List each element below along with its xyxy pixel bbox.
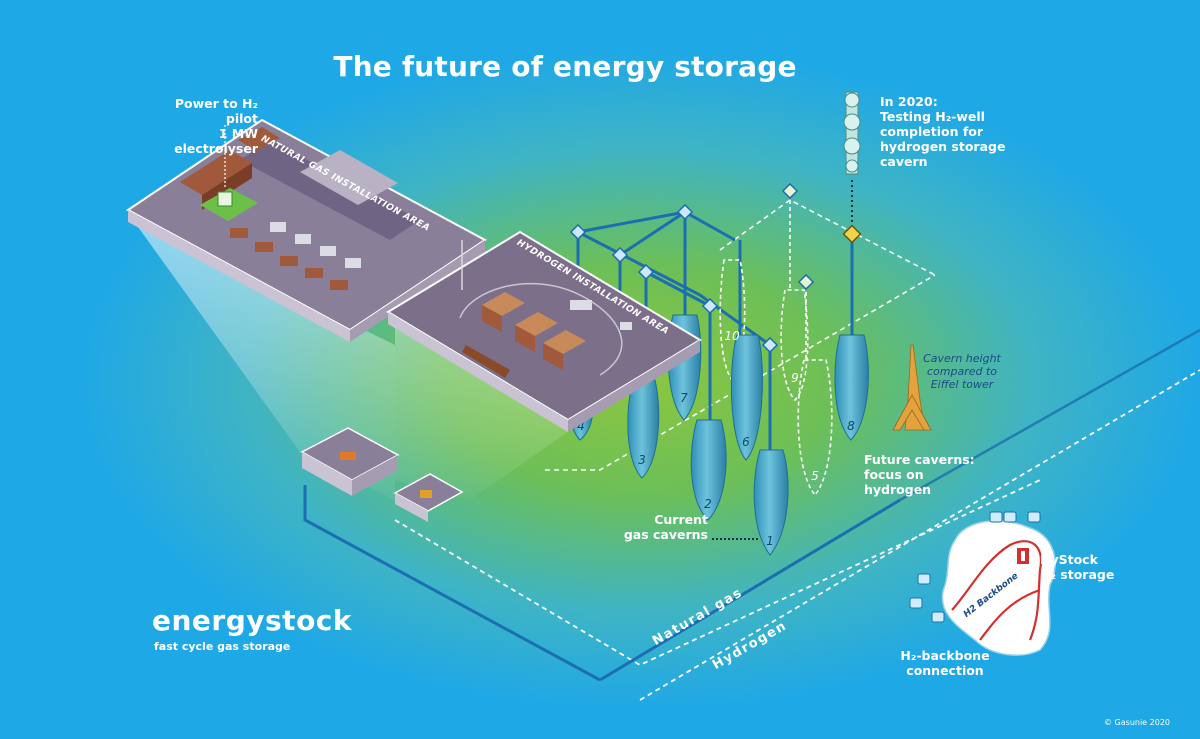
power-to-h2-line1: Power to H₂ pilot: [174, 96, 258, 126]
subsurface-boxes: [300, 427, 464, 522]
backbone-connection-line1: H₂-backbone: [900, 648, 990, 663]
hydrogen-platform: [386, 230, 702, 432]
backbone-connection-label: H₂-backbone connection: [890, 648, 1000, 678]
future-area-dashed: [545, 274, 936, 471]
natural-gas-pipeline: [303, 328, 1200, 682]
future-cavern-5: [797, 359, 833, 497]
cavern-2: [690, 419, 727, 521]
cavern-3: [627, 379, 660, 479]
hystock-line1: HyStock: [1040, 552, 1098, 567]
hystock-line2: H₂ storage: [1040, 567, 1115, 582]
cavern-6: [730, 334, 763, 461]
well-testing-line1: In 2020:: [880, 94, 938, 109]
well-testing-label: In 2020: Testing H₂-well completion for …: [880, 94, 1010, 169]
cavern-label-5: 5: [811, 469, 819, 483]
eiffel-line2: compared to: [926, 365, 998, 378]
cavern-label-7: 7: [680, 391, 688, 405]
brand-logo: energystock: [152, 604, 353, 637]
well-testing-line3: completion for: [880, 124, 984, 139]
cavern-label-1: 1: [766, 534, 774, 548]
wellheads: [569, 182, 862, 354]
power-to-h2-label: Power to H₂ pilot 1 MW electrolyser: [140, 96, 258, 156]
future-cavern-9: [780, 289, 809, 402]
future-caverns-line2: focus on hydrogen: [864, 467, 932, 497]
well-testing-line2: Testing H₂-well: [880, 109, 985, 124]
cavern-label-9: 9: [791, 371, 799, 385]
future-caverns-label: Future caverns: focus on hydrogen: [864, 452, 994, 497]
h2-backbone-route: [951, 540, 1043, 641]
ground-outline-dashed: [394, 479, 1041, 667]
well-testing-line5: cavern: [880, 154, 928, 169]
electrolyser-unit: [217, 191, 233, 207]
cavern-8: [834, 334, 869, 441]
brand-tagline: fast cycle gas storage: [154, 640, 291, 653]
current-caverns-leader: [712, 538, 758, 540]
cavern-label-3: 3: [638, 453, 646, 467]
eiffel-comparison-label: Cavern height compared to Eiffel tower: [922, 352, 1002, 391]
eiffel-tower-icon: [892, 344, 932, 431]
cavern-label-6: 6: [742, 435, 750, 449]
copyright-notice: © Gasunie 2020: [1104, 718, 1170, 727]
projection-beam-natural-gas: [128, 213, 395, 500]
backbone-station-icon: [989, 511, 1003, 523]
eiffel-line1: Cavern height: [923, 352, 1001, 365]
current-caverns-label: Current gas caverns: [608, 512, 708, 542]
current-caverns-line1: Current: [654, 512, 708, 527]
cavern-label-10: 10: [724, 329, 740, 343]
hydrogen-buildings: [462, 292, 632, 378]
cavern-label-2: 2: [704, 497, 712, 511]
backbone-station-icon: [917, 573, 931, 585]
cavern-label-8: 8: [847, 419, 855, 433]
hydrogen-pipeline: [639, 369, 1200, 701]
well-testing-line4: hydrogen storage: [880, 139, 1006, 154]
cavern-number-labels: 1 2 3 4 6 7 8 5 9 10: [577, 329, 855, 548]
cavern-label-4: 4: [577, 419, 585, 433]
page-title: The future of energy storage: [333, 50, 797, 83]
netherlands-map: [909, 511, 1056, 656]
power-to-h2-line2: 1 MW electrolyser: [174, 126, 258, 156]
backbone-station-icon: [1003, 511, 1017, 523]
hystock-label: HyStock H₂ storage: [1040, 552, 1120, 582]
eiffel-line3: Eiffel tower: [930, 378, 994, 391]
backbone-station-icon: [909, 597, 923, 609]
cavern-1: [753, 449, 789, 556]
gas-buildings: [180, 127, 398, 290]
natural-gas-platform: [126, 118, 487, 342]
h2-well-column-icon: [843, 91, 861, 175]
future-caverns-line1: Future caverns:: [864, 452, 975, 467]
backbone-connection-line2: connection: [906, 663, 984, 678]
future-area-dashed-2: [719, 199, 936, 276]
backbone-station-icon: [1027, 511, 1041, 523]
current-caverns-line2: gas caverns: [623, 527, 708, 542]
backbone-station-icon: [931, 611, 945, 623]
